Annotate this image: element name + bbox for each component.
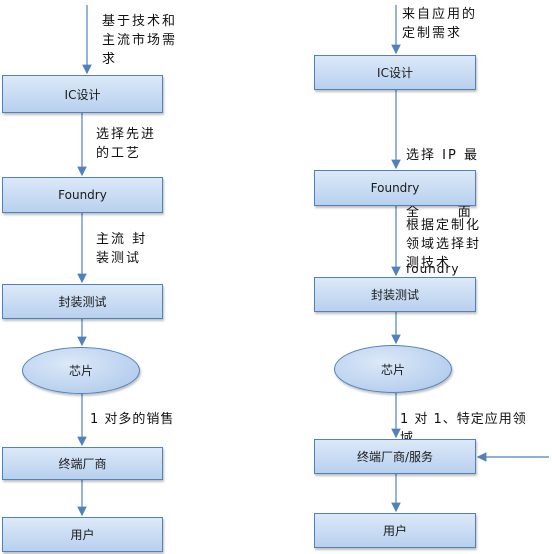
right-ip-note: 选择 IP 最 全 面 foundry: [406, 108, 506, 317]
right-ip-note-line3: foundry: [406, 262, 460, 276]
left-top-note: 基于技术和 主流市场需 求: [102, 14, 178, 67]
left-chip-ellipse[interactable]: 芯片: [22, 347, 140, 394]
right-package-test-box[interactable]: 封装测试: [314, 277, 476, 312]
right-ip-note-line1: 选择 IP 最: [406, 148, 479, 163]
left-process-note: 选择先进 的工艺: [96, 127, 157, 161]
right-user-box[interactable]: 用户: [314, 513, 476, 548]
left-ic-design-box[interactable]: IC设计: [2, 75, 163, 113]
left-package-test-box[interactable]: 封装测试: [2, 284, 163, 319]
right-sales-note: 1 对 1、特定应用领 域: [400, 412, 527, 446]
right-ic-design-box[interactable]: IC设计: [314, 55, 476, 90]
right-chip-ellipse[interactable]: 芯片: [334, 345, 452, 393]
right-top-note: 来自应用的 定制需求: [402, 7, 478, 41]
right-foundry-box[interactable]: Foundry: [314, 170, 476, 206]
right-vendor-service-box[interactable]: 终端厂商/服务: [314, 439, 476, 474]
right-ip-note-line2: 全 面: [406, 205, 473, 220]
left-sales-note: 1 对多的销售: [90, 412, 175, 427]
left-foundry-box[interactable]: Foundry: [2, 177, 163, 213]
left-user-box[interactable]: 用户: [2, 517, 163, 552]
left-vendor-box[interactable]: 终端厂商: [2, 447, 163, 480]
left-package-note: 主流 封 装测试: [96, 232, 148, 266]
right-package-note: 根据定制化 领域选择封 测技术: [406, 218, 482, 271]
